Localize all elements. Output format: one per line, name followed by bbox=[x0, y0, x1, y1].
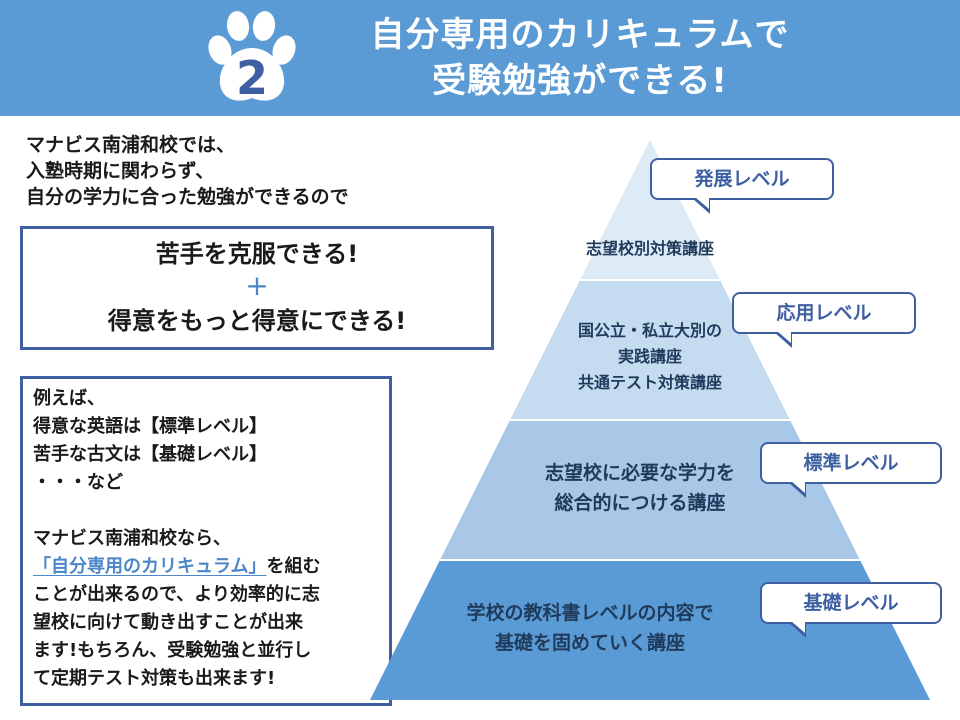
layer-text-standard: 志望校に必要な学力を 総合的につける講座 bbox=[490, 458, 790, 518]
highlight-box: 苦手を克服できる! + 得意をもっと得意にできる! bbox=[20, 226, 494, 350]
pyramid-layer-advanced bbox=[580, 140, 720, 280]
level-bubble-basic: 基礎レベル bbox=[760, 582, 942, 638]
layer-advanced-line-1: 志望校別対策講座 bbox=[585, 239, 714, 258]
example-line-2: 得意な英語は【標準レベル】 bbox=[33, 416, 267, 437]
layer-text-applied: 国公立・私立大別の 実践講座 共通テスト対策講座 bbox=[520, 318, 780, 396]
level-label-applied: 応用レベル bbox=[776, 302, 872, 324]
plus-icon: + bbox=[245, 269, 269, 302]
layer-basic-line-1: 学校の教科書レベルの内容で bbox=[466, 602, 714, 624]
layer-basic-line-2: 基礎を固めていく講座 bbox=[494, 632, 685, 654]
layer-text-advanced: 志望校別対策講座 bbox=[520, 238, 780, 260]
paw-icon: 2 bbox=[208, 11, 296, 105]
intro-line-1: マナビス南浦和校では、 bbox=[26, 134, 236, 156]
intro-line-3: 自分の学力に合った勉強ができるので bbox=[26, 186, 349, 208]
intro-text: マナビス南浦和校では、 入塾時期に関わらず、 自分の学力に合った勉強ができるので bbox=[26, 132, 496, 210]
example-box: 例えば、 得意な英語は【標準レベル】 苦手な古文は【基礎レベル】 ・・・など マ… bbox=[20, 376, 392, 706]
example-line-4: ・・・など bbox=[33, 472, 123, 493]
curriculum-quote: 「自分専用のカリキュラム」 bbox=[33, 556, 267, 577]
badge-number: 2 bbox=[236, 51, 268, 105]
level-bubble-standard: 標準レベル bbox=[760, 442, 942, 498]
layer-applied-line-2: 実践講座 bbox=[617, 347, 682, 366]
level-label-standard: 標準レベル bbox=[803, 452, 899, 474]
level-bubble-applied: 応用レベル bbox=[732, 292, 916, 348]
example-line-3: 苦手な古文は【基礎レベル】 bbox=[33, 444, 267, 465]
layer-applied-line-3: 共通テスト対策講座 bbox=[577, 373, 722, 392]
layer-standard-line-1: 志望校に必要な学力を bbox=[544, 462, 735, 484]
level-label-basic: 基礎レベル bbox=[803, 592, 899, 614]
example-line-10: て定期テスト対策も出来ます! bbox=[33, 668, 276, 689]
example-line-1: 例えば、 bbox=[33, 388, 105, 409]
example-line-5: マナビス南浦和校なら、 bbox=[33, 528, 231, 549]
highlight-line-1: 苦手を克服できる! bbox=[155, 240, 359, 268]
example-line-8: 望校に向けて動き出すことが出来 bbox=[33, 612, 303, 633]
pyramid-layer-standard bbox=[440, 420, 860, 560]
example-line-9: ます!もちろん、受験勉強と並行し bbox=[33, 640, 312, 661]
intro-line-2: 入塾時期に関わらず、 bbox=[26, 160, 215, 182]
example-line-7: ことが出来るので、より効率的に志 bbox=[33, 584, 320, 605]
highlight-line-2: 得意をもっと得意にできる! bbox=[107, 307, 407, 335]
layer-applied-line-1: 国公立・私立大別の bbox=[577, 321, 722, 340]
page-title: 自分専用のカリキュラムで 受験勉強ができる! bbox=[320, 12, 840, 104]
pyramid-layer-applied bbox=[510, 280, 790, 420]
title-line-1: 自分専用のカリキュラムで bbox=[370, 15, 790, 55]
level-label-advanced: 発展レベル bbox=[694, 168, 790, 190]
level-bubble-advanced: 発展レベル bbox=[650, 158, 834, 214]
title-line-2: 受験勉強ができる! bbox=[432, 61, 728, 101]
example-line-6: 「自分専用のカリキュラム」を組む bbox=[33, 553, 379, 581]
layer-standard-line-2: 総合的につける講座 bbox=[554, 492, 726, 514]
layer-text-basic: 学校の教科書レベルの内容で 基礎を固めていく講座 bbox=[420, 598, 760, 658]
example-line-6-rest: を組む bbox=[266, 556, 321, 577]
header-banner: 2 自分専用のカリキュラムで 受験勉強ができる! bbox=[0, 0, 960, 116]
